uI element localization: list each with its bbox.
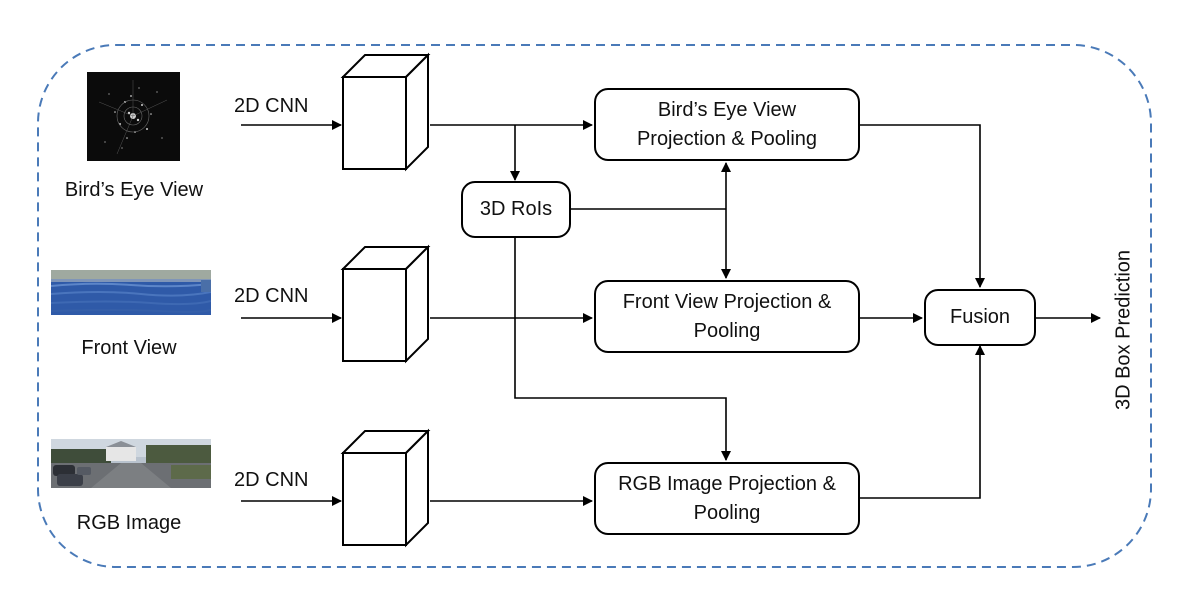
- input-label-birds-eye-view: Bird’s Eye View: [64, 179, 204, 201]
- front-view-depth-image: [51, 270, 211, 313]
- bev-pooling-node: Bird’s Eye View Projection & Pooling: [594, 88, 860, 161]
- input-label-front-view: Front View: [81, 337, 177, 359]
- input-label-rgb-image: RGB Image: [76, 512, 182, 534]
- cnn-label-rgb: 2D CNN: [234, 469, 309, 491]
- arrow-bev-pooling-to-fusion: [860, 124, 985, 288]
- fusion-node: Fusion: [924, 289, 1036, 346]
- rois-label: 3D RoIs: [479, 198, 553, 220]
- cnn-block-rgb: [340, 428, 431, 548]
- rgb-street-scene-image: [51, 439, 211, 488]
- cnn-label-front-view: 2D CNN: [234, 285, 309, 307]
- bev-pooling-label-line2: Projection & Pooling: [636, 127, 818, 150]
- cnn-block-bev: [340, 52, 431, 172]
- rois-node: 3D RoIs: [461, 181, 571, 238]
- cnn-label-bev: 2D CNN: [234, 95, 309, 117]
- front-view-thumbnail: [51, 270, 211, 315]
- rgb-pooling-label-line2: Pooling: [693, 501, 761, 524]
- rgb-image-thumbnail: [51, 439, 211, 488]
- arrow-rois-to-rgb-pooling: [514, 238, 731, 461]
- bev-point-cloud-image: [98, 80, 168, 155]
- fv-pooling-label-line2: Pooling: [693, 319, 761, 342]
- bev-thumbnail: [87, 72, 180, 161]
- rgb-pooling-node: RGB Image Projection & Pooling: [594, 462, 860, 535]
- fusion-label: Fusion: [949, 306, 1011, 328]
- fv-pooling-node: Front View Projection & Pooling: [594, 280, 860, 353]
- dashed-frame: [37, 44, 1152, 568]
- fv-pooling-label-line1: Front View Projection &: [622, 290, 832, 313]
- rgb-pooling-label-line1: RGB Image Projection &: [618, 472, 836, 495]
- cnn-block-front-view: [340, 244, 431, 364]
- output-label: 3D Box Prediction: [1112, 249, 1135, 411]
- bev-pooling-label-line1: Bird’s Eye View: [657, 98, 797, 121]
- arrow-rgb-pooling-to-fusion: [860, 345, 985, 499]
